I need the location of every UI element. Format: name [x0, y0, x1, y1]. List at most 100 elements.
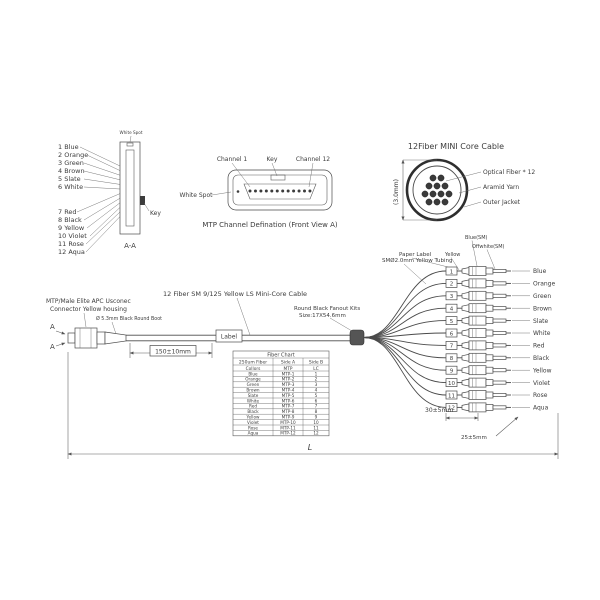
front-view-outline [227, 169, 333, 211]
table-border [232, 350, 330, 437]
fanout-kit [349, 329, 365, 346]
optical-fiber-dot [437, 174, 445, 182]
mtp-collar [96, 331, 106, 345]
lc-ferrule [492, 281, 507, 286]
table-col-fiber-2: Collors [246, 366, 261, 372]
lc-body [468, 365, 487, 376]
table-cell-color: White [247, 398, 260, 403]
lc-latch [485, 329, 494, 337]
table-cell-lc: 6 [315, 398, 318, 403]
leader-line [486, 249, 496, 270]
leader-line [308, 162, 314, 188]
section-arrow [55, 330, 66, 335]
mtp-connector-label-1: MTP/Male Elite APC Usconec [46, 298, 131, 305]
boot-label: Ø 5.3mm Black Round Boot [96, 315, 162, 322]
legend-leader-line [86, 202, 121, 229]
legend-item: 7 Red [58, 208, 77, 216]
leader-line [329, 317, 353, 332]
table-cell-color: Aqua [248, 431, 259, 436]
table-cell-mtp: MTP-10 [280, 420, 296, 425]
lc-ferrule [492, 331, 507, 335]
cable-label-box-text: Label [221, 334, 238, 341]
yellow-label: Yellow [444, 252, 460, 258]
key-label: Key [267, 156, 278, 163]
lc-boot [461, 366, 470, 375]
branch-color-label: Yellow [532, 367, 552, 374]
lc-latch [485, 391, 494, 399]
cable-diameter-label: (3.0mm) [393, 179, 400, 205]
lc-latch [485, 304, 494, 312]
leader-line [211, 191, 232, 196]
branch-number: 8 [450, 356, 454, 362]
legend-item: 3 Green [58, 159, 84, 167]
lc-ferrule [492, 380, 507, 385]
round-boot [104, 331, 127, 345]
table-cell-mtp: MTP-2 [282, 377, 295, 382]
lc-body [468, 315, 487, 326]
table-cell-color: Black [247, 409, 259, 414]
branch-color-label: Slate [533, 318, 549, 325]
table-cell-lc: 5 [315, 393, 318, 398]
table-cell-color: Slate [248, 393, 259, 398]
branch-fiber-line [363, 307, 447, 338]
paper-label-label: Paper Label [399, 252, 432, 258]
optical-fiber-label: Optical Fiber * 12 [483, 169, 535, 176]
lc-boot [461, 353, 470, 362]
branch-number: 2 [450, 282, 454, 288]
mtp-body [74, 327, 98, 349]
channel1-label: Channel 1 [217, 156, 248, 163]
table-cell-mtp: MTP-5 [282, 393, 295, 398]
table-sub-a: MTP [284, 366, 293, 372]
table-sub-b: LC [313, 366, 318, 372]
table-cell-color: Red [249, 404, 257, 409]
lc-ferrule [492, 405, 507, 410]
cable-label-box [215, 329, 243, 343]
lc-boot [461, 403, 470, 412]
table-cell-color: Brown [246, 388, 259, 393]
table-cell-lc: 11 [313, 425, 319, 430]
legend-leader-line [85, 216, 121, 253]
channel-dot [286, 189, 290, 193]
offwhite-sm-label: Offwhite(SM) [472, 244, 505, 250]
legend-leader-line [83, 186, 121, 190]
table-title: Fiber Chart [267, 353, 295, 359]
lc-boot [461, 291, 470, 300]
aramid-yarn-label: Aramid Yarn [483, 184, 519, 191]
lc-ferrule [492, 293, 507, 298]
lc-boot [461, 341, 470, 350]
branch-fiber-line [363, 295, 447, 338]
leader-line [129, 135, 132, 143]
table-cell-mtp: MTP-3 [282, 382, 295, 387]
dim-150-label: 150±10mm [155, 349, 191, 356]
white-spot-mark [126, 142, 134, 147]
lc-body [468, 303, 487, 314]
channel-dot [297, 189, 301, 193]
legend-leader-line [83, 170, 121, 181]
legend-item: 5 Slate [58, 175, 81, 183]
optical-fiber-dot [441, 198, 449, 206]
lc-ferrule [492, 343, 507, 348]
channel-dot [303, 189, 306, 193]
lc-boot [461, 267, 470, 275]
table-cell-color: Rose [248, 425, 258, 430]
optical-fiber-dot [441, 182, 449, 190]
outer-jacket-label: Outer Jacket [483, 199, 521, 206]
leader-line [458, 186, 482, 194]
branch-fiber-line [363, 337, 447, 371]
channel-dots [248, 189, 312, 193]
table-cell-mtp: MTP-11 [280, 425, 296, 430]
key-notch [270, 174, 286, 181]
lc-boot [461, 279, 470, 288]
legend-leader-line [89, 207, 121, 237]
optical-fiber-dot [445, 190, 453, 198]
mtp-front-view: Channel 1 Key Channel 12 White Spot MTP … [180, 156, 338, 229]
lc-latch [485, 366, 494, 374]
channel12-label: Channel 12 [296, 156, 330, 163]
branch-color-label: Blue [533, 268, 547, 275]
blue-sm-label: Blue(SM) [465, 235, 488, 241]
leader-line [143, 202, 150, 212]
branch-number: 11 [448, 393, 455, 399]
table-cell-color: Violet [247, 420, 259, 425]
branch-fiber-line [363, 282, 447, 338]
